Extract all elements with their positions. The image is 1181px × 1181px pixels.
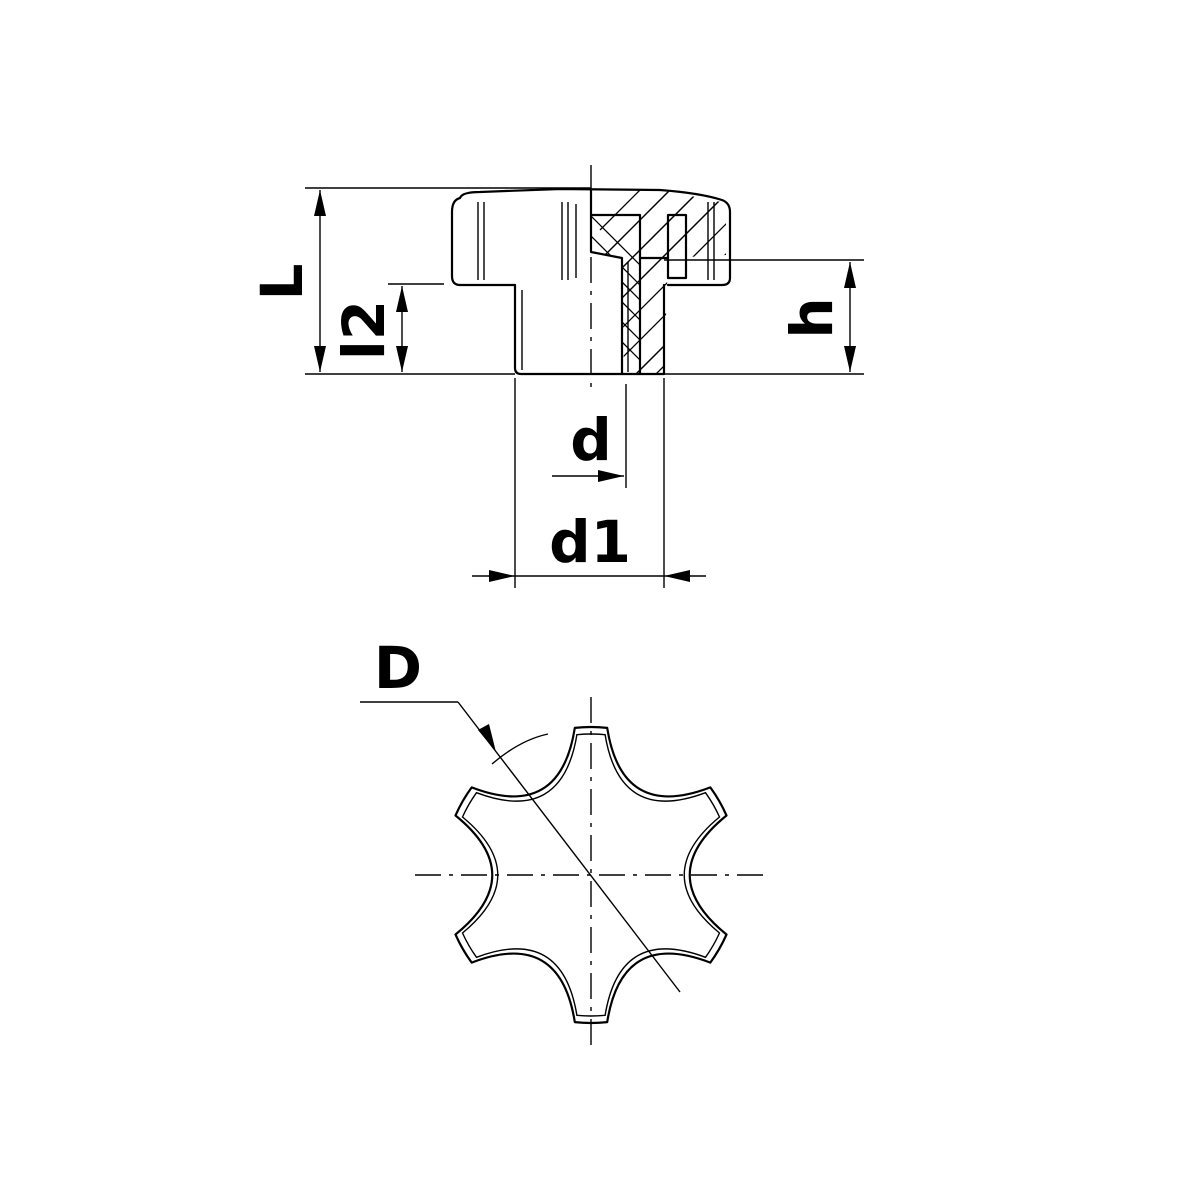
section-outline [589,188,688,376]
label-L: L [248,264,316,301]
dimension-h: h [664,259,864,375]
dimension-l2: l2 [330,283,444,372]
side-view: L l2 h d [248,165,864,588]
dimension-L: L [248,187,591,375]
label-d1: d1 [549,508,631,576]
lobed-knob-outline [454,725,728,1025]
top-view: D [360,634,768,1052]
label-D: D [374,634,422,702]
dimension-d: d [552,384,627,488]
knob-head-outline [450,187,732,287]
dimension-d1: d1 [472,378,706,588]
knob-shank [513,283,666,376]
lobed-knob-inner-edge [461,733,721,1017]
dimension-D: D [360,634,681,993]
label-l2: l2 [330,300,398,360]
label-d: d [570,406,612,474]
label-h: h [778,297,846,338]
knob-flute-lines [477,202,715,280]
